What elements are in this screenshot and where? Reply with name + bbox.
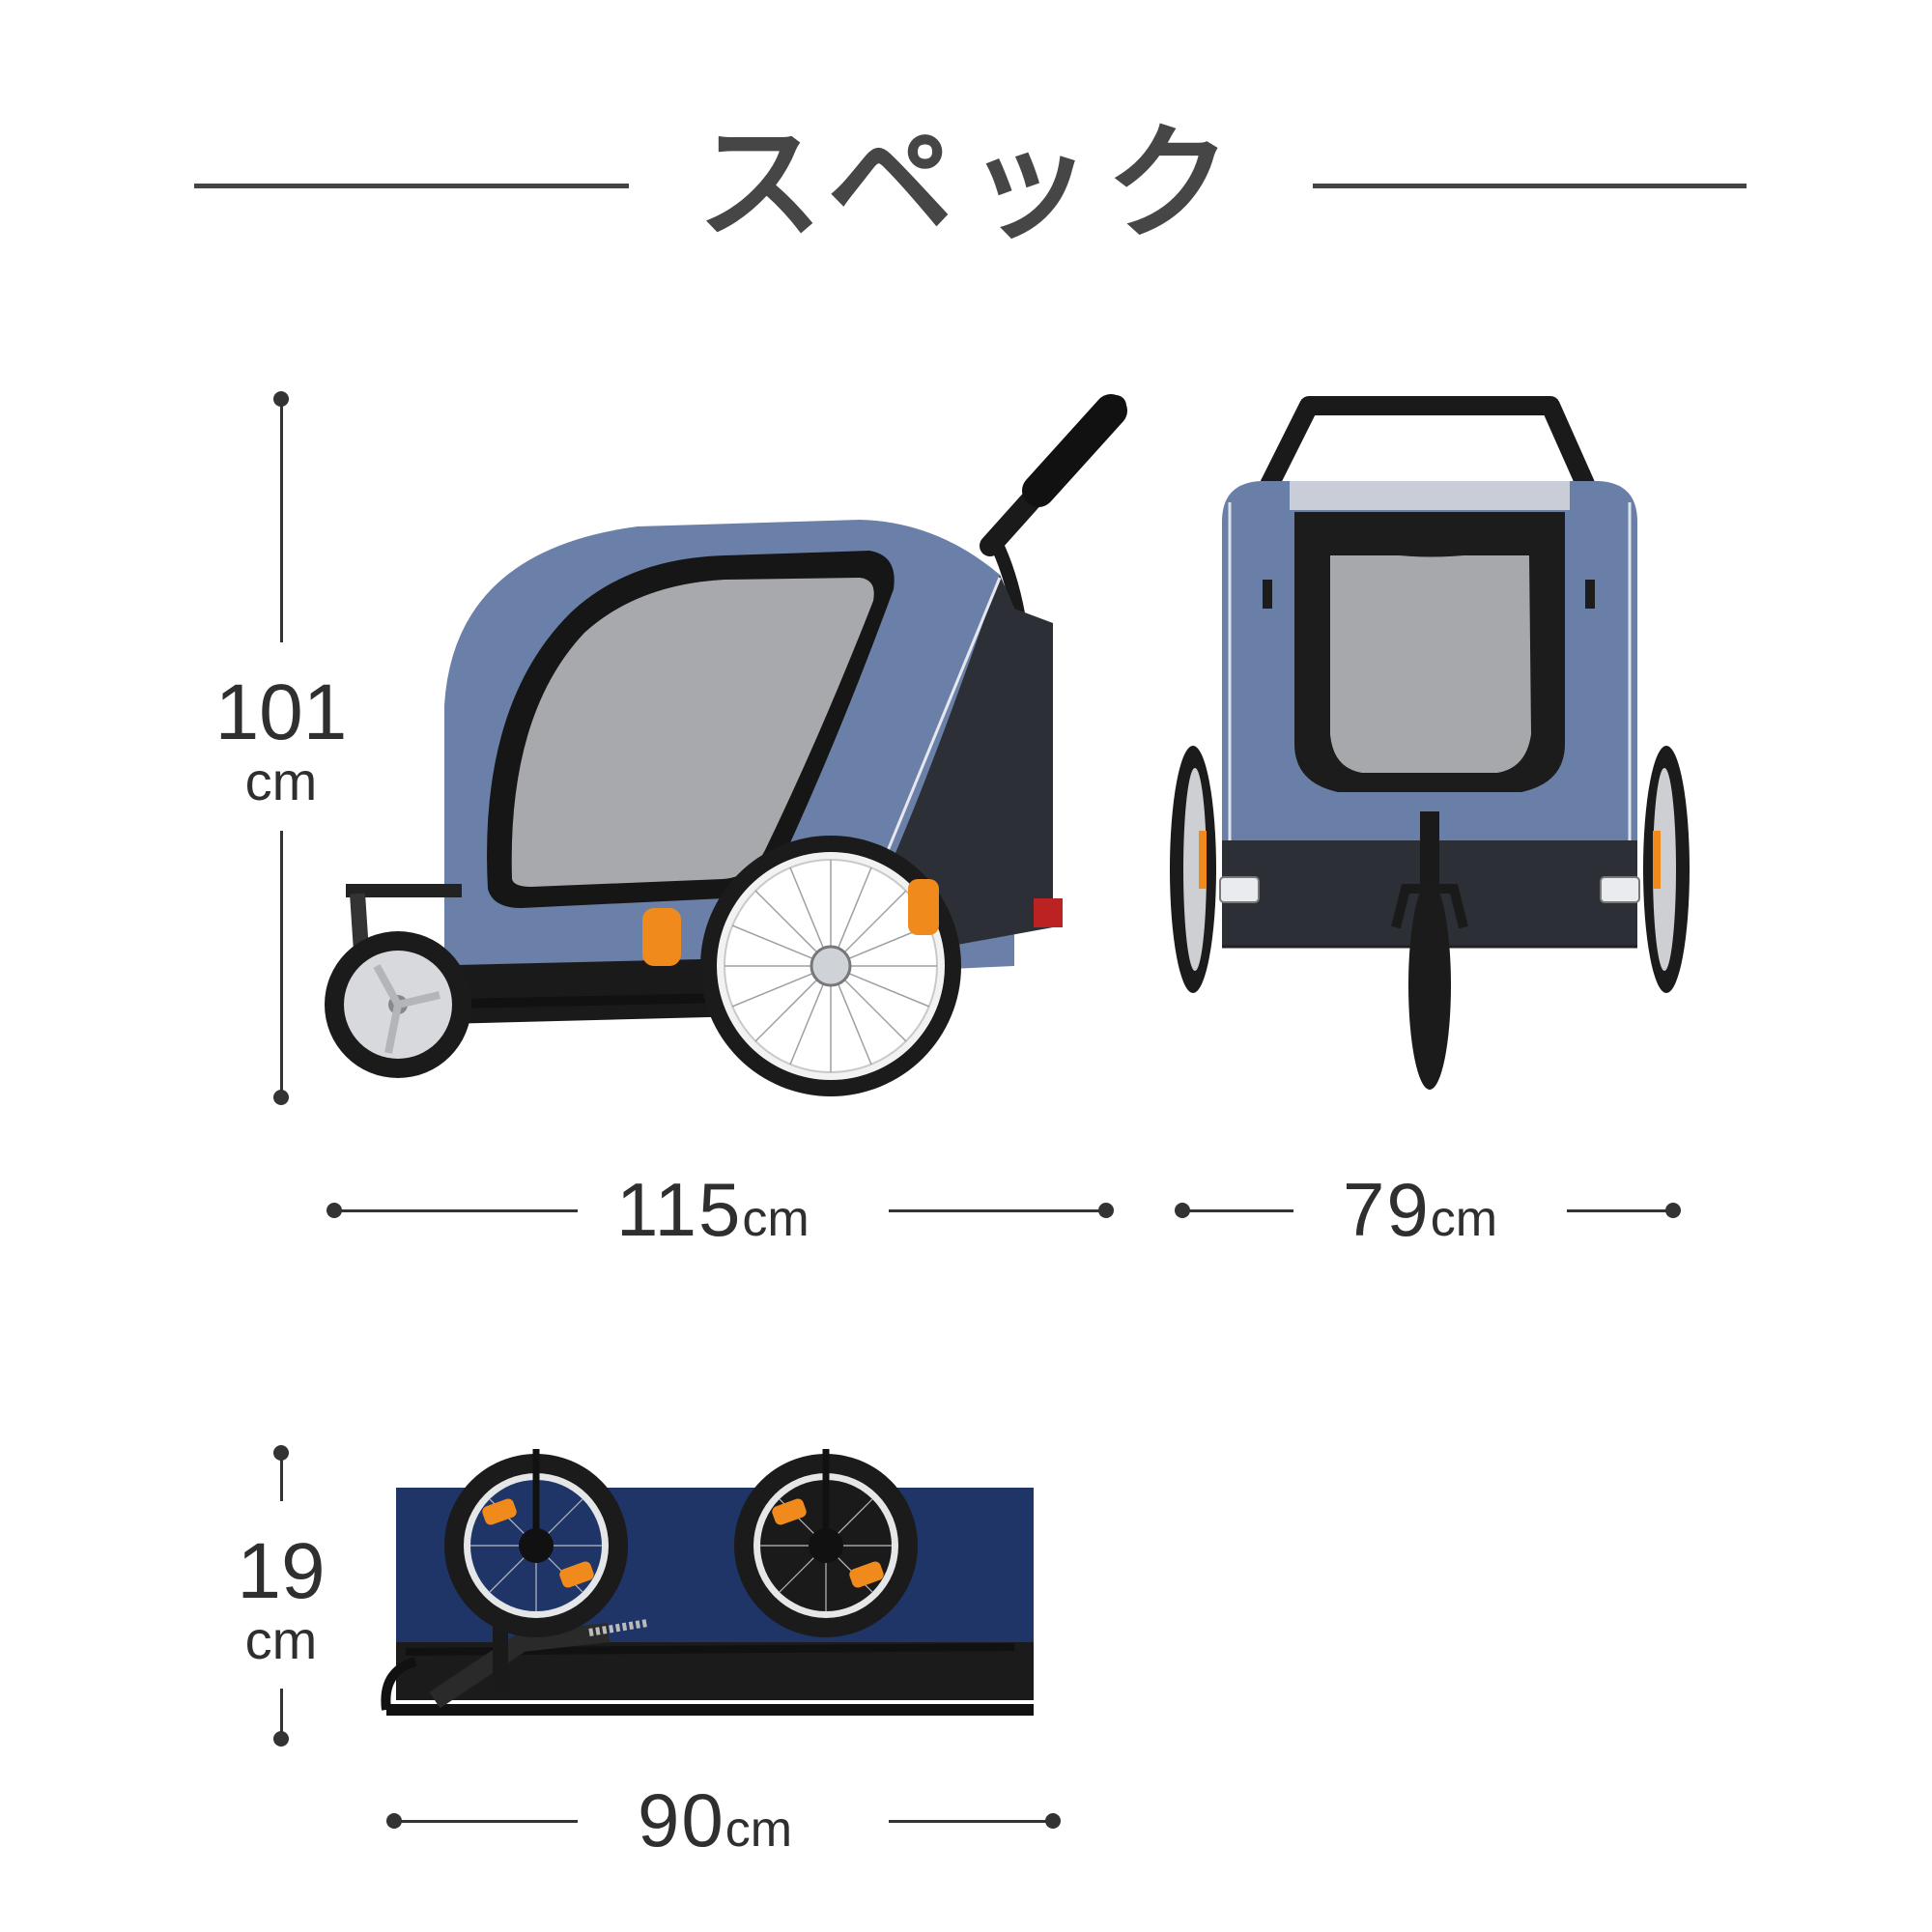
length-label: 115cm [616, 1172, 810, 1247]
dimension-line [1567, 1209, 1673, 1212]
height-label: 101 cm [204, 673, 358, 809]
width-unit: cm [1430, 1191, 1498, 1247]
folded-length-unit: cm [724, 1802, 793, 1858]
length-value: 115 [616, 1167, 743, 1252]
length-unit: cm [742, 1191, 810, 1247]
title-rule-right [1313, 184, 1747, 188]
width-label: 79cm [1343, 1172, 1497, 1247]
dimension-line [889, 1820, 1053, 1823]
dimension-line [394, 1820, 578, 1823]
height-value: 101 [214, 668, 348, 756]
dimension-end-dot [1665, 1203, 1681, 1218]
dimension-line [280, 1453, 283, 1501]
dimension-line [889, 1209, 1106, 1212]
height-unit: cm [244, 751, 318, 811]
title-rule-left [194, 184, 629, 188]
dimension-line [334, 1209, 578, 1212]
dimension-line [1182, 1209, 1293, 1212]
folded-height-label: 19 cm [204, 1532, 358, 1667]
dimension-end-dot [273, 1731, 289, 1747]
folded-height-value: 19 [237, 1527, 326, 1615]
folded-height-unit: cm [244, 1609, 318, 1670]
folded-length-label: 90cm [638, 1782, 792, 1858]
dimension-end-dot [273, 1090, 289, 1105]
page-title: スペック [696, 110, 1245, 257]
front-view-image [1170, 396, 1690, 1090]
side-view-image [325, 394, 1127, 1096]
dimension-end-dot [1098, 1203, 1114, 1218]
dimension-end-dot [1045, 1813, 1061, 1829]
dimension-line [280, 399, 283, 642]
dimension-line [280, 1689, 283, 1739]
folded-view-image [381, 1449, 1034, 1716]
folded-length-value: 90 [638, 1777, 725, 1862]
width-value: 79 [1343, 1167, 1431, 1252]
dimension-line [280, 831, 283, 1097]
